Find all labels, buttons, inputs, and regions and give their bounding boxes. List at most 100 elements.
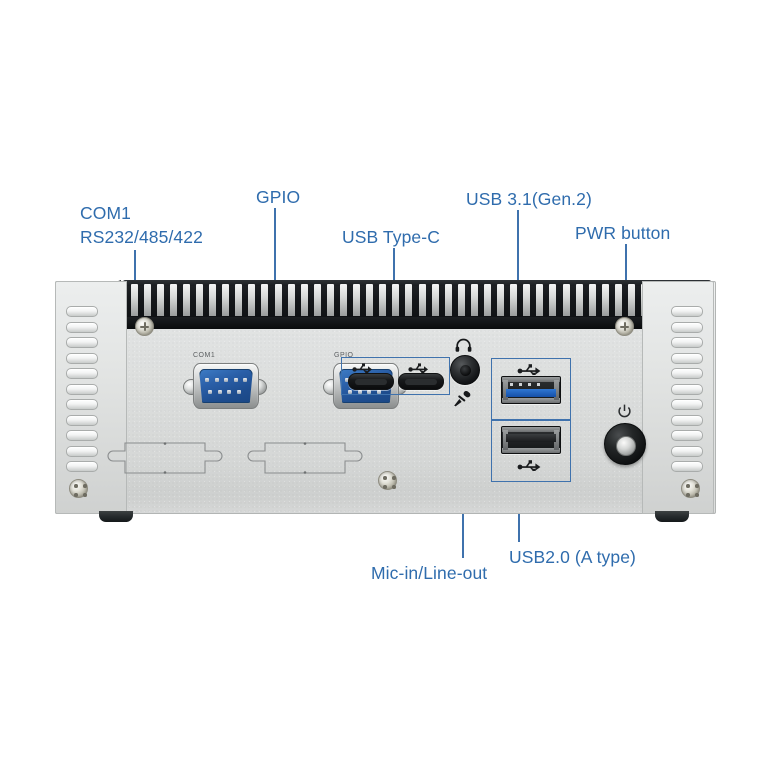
usb-trident-icon-typec-2 [408, 360, 428, 378]
heatsink-fin [627, 284, 635, 316]
heatsink-fin [457, 284, 465, 316]
heatsink-fin [431, 284, 439, 316]
usb-trident-icon-usb31 [517, 362, 541, 380]
heatsink-fin [313, 284, 321, 316]
com1-insert [199, 369, 253, 403]
left-side-vent-panel [55, 281, 127, 514]
screw-bottom-center [378, 471, 397, 490]
heatsink-fin [261, 284, 269, 316]
com1-pin-row-top [205, 378, 247, 382]
heatsink-fin [614, 284, 622, 316]
usb-type-c-port-1[interactable] [348, 373, 394, 390]
heatsink-fin [405, 284, 413, 316]
usb-trident-icon-usb20 [517, 458, 541, 476]
heatsink-fin [536, 284, 544, 316]
industrial-mini-pc-chassis: COM1 GPIO [55, 280, 716, 514]
com1-silkscreen: COM1 [193, 352, 216, 359]
vent-slot [66, 445, 98, 457]
vent-slot [66, 414, 98, 426]
vent-slot [671, 321, 703, 333]
heatsink-fin [143, 284, 151, 316]
com1-label-line2: RS232/485/422 [80, 227, 203, 247]
pwr-button-label: PWR button [575, 223, 671, 243]
heatsink-fin [497, 284, 505, 316]
vent-slot [671, 352, 703, 364]
heatsink-fin [169, 284, 177, 316]
right-side-vent-panel [642, 281, 714, 514]
heatsink-fin [300, 284, 308, 316]
vent-slot [671, 383, 703, 395]
audio-combo-jack[interactable] [450, 355, 480, 385]
screw-top-left [135, 317, 154, 336]
heatsink-fin [510, 284, 518, 316]
heatsink-fin [549, 284, 557, 316]
usb-trident-icon-typec-1 [352, 360, 372, 378]
vent-slot [671, 445, 703, 457]
heatsink-fin [287, 284, 295, 316]
gpio-label: GPIO [256, 187, 301, 207]
gpio-silkscreen: GPIO [334, 352, 354, 359]
heatsink-fin [326, 284, 334, 316]
vent-slot [671, 368, 703, 379]
power-symbol-icon [617, 404, 632, 424]
vent-slot [66, 430, 98, 441]
gpio-pin-row-bottom [348, 390, 390, 394]
usb-20-a-highlight-box [491, 420, 571, 482]
heatsink-fin [470, 284, 478, 316]
heatsink-fin [274, 284, 282, 316]
knockout-cutout-left [107, 439, 223, 477]
usb-20-a-type-label: USB2.0 (A type) [509, 547, 636, 567]
vent-slot [671, 306, 703, 317]
heatsink-fin [195, 284, 203, 316]
vent-slot [671, 337, 703, 348]
heatsink-fin [562, 284, 570, 316]
heatsink-fin [130, 284, 138, 316]
usb-type-c-port-2[interactable] [398, 373, 444, 390]
mic-in-line-out-label: Mic-in/Line-out [371, 563, 488, 583]
vent-slot [671, 461, 703, 472]
heatsink-fins [121, 280, 713, 329]
heatsink-fin [588, 284, 596, 316]
heatsink-fin [366, 284, 374, 316]
heatsink-fin [575, 284, 583, 316]
microphone-icon [453, 391, 473, 412]
vent-slot [66, 383, 98, 395]
usb-20-a-port[interactable] [501, 426, 561, 454]
vent-slot [66, 306, 98, 317]
heatsink-fin [248, 284, 256, 316]
heatsink-fin [392, 284, 400, 316]
heatsink-fin [523, 284, 531, 316]
knockout-cutout-right [247, 439, 363, 477]
chassis-foot-left [99, 511, 133, 522]
heatsink-fin [209, 284, 217, 316]
vent-slot [671, 399, 703, 410]
usb-type-c-highlight-box [341, 357, 450, 395]
screw-bottom-right [681, 479, 700, 498]
heatsink-fin [444, 284, 452, 316]
com1-db9-port[interactable] [183, 363, 267, 409]
heatsink-fin [156, 284, 164, 316]
vent-slot [66, 337, 98, 348]
com1-label-line1: COM1 [80, 203, 131, 223]
usb-31-gen2-label: USB 3.1(Gen.2) [466, 189, 592, 209]
heatsink-fin [182, 284, 190, 316]
vent-slot [671, 414, 703, 426]
vent-slot [66, 352, 98, 364]
heatsink-fin [379, 284, 387, 316]
vent-slot [66, 368, 98, 379]
heatsink-fin [353, 284, 361, 316]
vent-slot [66, 399, 98, 410]
heatsink-fin [339, 284, 347, 316]
usb-31-gen2-port[interactable] [501, 376, 561, 404]
power-button[interactable] [604, 423, 646, 465]
heatsink-fin [222, 284, 230, 316]
heatsink-fin [418, 284, 426, 316]
chassis-foot-right [655, 511, 689, 522]
heatsink-fin [235, 284, 243, 316]
heatsink-fin [601, 284, 609, 316]
vent-slot [66, 461, 98, 472]
vent-slot [671, 430, 703, 441]
com1-pin-row-bottom [208, 390, 250, 394]
screw-bottom-left [69, 479, 88, 498]
